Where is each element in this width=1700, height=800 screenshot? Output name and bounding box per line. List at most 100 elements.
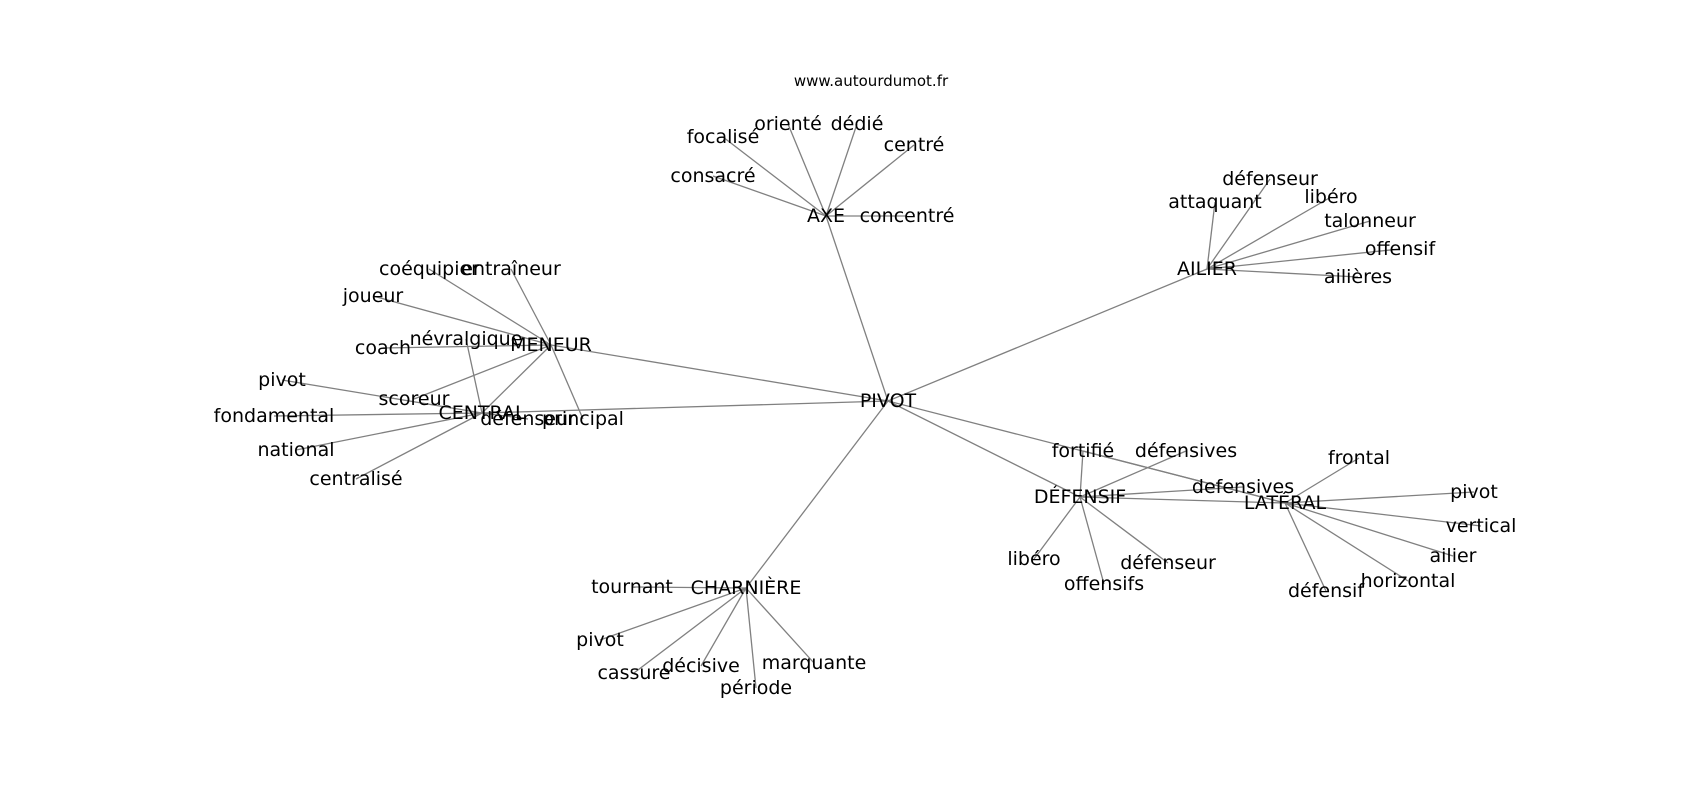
leaf-node-1-3: talonneur xyxy=(1324,210,1416,232)
hub-node-1: AILIER xyxy=(1177,258,1237,280)
leaf-node-6-5: marquante xyxy=(762,652,867,674)
edge-hub0-child4 xyxy=(722,136,827,217)
leaf-node-6-4: période xyxy=(720,677,792,699)
hub-node-5: LATÉRAL xyxy=(1244,491,1327,514)
edge-hub6-child0 xyxy=(631,586,747,589)
leaf-node-3-5: défenseur xyxy=(480,408,576,430)
leaf-node-2-2: joueur xyxy=(342,285,404,307)
leaf-node-0-1: centré xyxy=(884,134,945,156)
center-node: PIVOT xyxy=(860,390,917,412)
edge-hub4-child2 xyxy=(1079,486,1244,498)
edge-hub3-child3 xyxy=(295,412,483,451)
edge-hub1-child4 xyxy=(1206,248,1401,270)
leaf-node-4-1: défensives xyxy=(1135,440,1237,462)
leaf-node-5-3: ailier xyxy=(1430,545,1477,567)
leaf-node-3-1: pivot xyxy=(258,369,306,391)
edge-hub1-child0 xyxy=(1206,201,1216,270)
edge-hub2-child0 xyxy=(510,268,552,346)
leaf-node-5-1: pivot xyxy=(1450,481,1498,503)
edge-hub5-child3 xyxy=(1284,502,1454,557)
edge-center-6 xyxy=(745,400,889,589)
edge-hub0-child5 xyxy=(712,175,827,217)
edge-hub3-child1 xyxy=(281,379,483,414)
edge-hub5-child0 xyxy=(1284,457,1360,504)
edge-hub3-child0 xyxy=(465,338,483,414)
leaf-node-3-3: national xyxy=(257,439,334,461)
edge-hub4-child5 xyxy=(1079,496,1169,564)
leaf-node-2-3: coach xyxy=(355,337,411,359)
edge-hub2-child4 xyxy=(413,344,552,400)
edge-hub5-child6 xyxy=(1082,450,1286,504)
leaf-node-0-5: consacré xyxy=(670,165,755,187)
leaf-node-0-2: dédié xyxy=(831,113,884,135)
edge-hub6-child5 xyxy=(745,587,815,664)
edge-hub3-child2 xyxy=(273,412,483,417)
leaf-node-1-1: défenseur xyxy=(1222,168,1318,190)
edge-hub4-child1 xyxy=(1079,450,1187,498)
leaf-node-4-0: fortifié xyxy=(1052,440,1115,462)
edge-hub0-child1 xyxy=(825,144,915,217)
edge-hub6-child2 xyxy=(633,587,747,674)
edge-hub2-child5 xyxy=(550,344,584,420)
leaf-node-0-3: orienté xyxy=(754,113,822,135)
leaf-node-6-2: cassure xyxy=(597,662,670,684)
edge-hub1-child2 xyxy=(1206,196,1332,270)
leaf-node-3-0: névralgique xyxy=(410,328,523,350)
leaf-node-5-5: défensif xyxy=(1288,580,1365,602)
leaf-node-1-0: attaquant xyxy=(1168,191,1261,213)
edge-hub4-child4 xyxy=(1079,496,1105,585)
leaf-node-0-0: concentré xyxy=(860,205,955,227)
edge-hub3-child4 xyxy=(355,412,483,480)
edge-hub0-child2 xyxy=(825,123,858,217)
hub-node-2: MENEUR xyxy=(510,334,592,356)
leaf-node-4-5: défenseur xyxy=(1120,552,1216,574)
leaf-node-2-0: entraîneur xyxy=(461,258,561,280)
leaf-node-5-4: horizontal xyxy=(1361,570,1456,592)
leaf-node-6-3: décisive xyxy=(662,655,740,677)
leaf-node-6-1: pivot xyxy=(576,629,624,651)
edge-hub5-child5 xyxy=(1284,502,1327,592)
edge-center-central xyxy=(481,400,889,414)
hub-node-0: AXE xyxy=(807,205,845,227)
leaf-node-0-4: focalisé xyxy=(687,126,760,148)
leaf-node-4-3: libéro xyxy=(1007,548,1060,570)
leaf-node-2-5: principal xyxy=(542,408,624,430)
leaf-node-1-4: offensif xyxy=(1365,238,1437,260)
edge-hub6-child1 xyxy=(599,587,747,641)
leaf-node-5-2: vertical xyxy=(1446,515,1517,537)
leaf-node-4-2: defensives xyxy=(1192,476,1294,498)
edge-hub1-child5 xyxy=(1206,268,1359,278)
edge-hub4-child0 xyxy=(1079,450,1084,498)
edge-center-0 xyxy=(825,215,889,402)
edge-hub2-child1 xyxy=(428,268,552,346)
edge-center-4 xyxy=(887,400,1081,498)
leaf-node-1-2: libéro xyxy=(1304,186,1357,208)
edge-hub6-child4 xyxy=(745,587,757,689)
leaf-node-3-4: centralisé xyxy=(309,468,402,490)
leaf-node-2-1: coéquipier xyxy=(379,258,479,280)
source-watermark: www.autourdumot.fr xyxy=(793,72,949,90)
edge-center-1 xyxy=(887,268,1208,402)
edge-hub0-child3 xyxy=(787,123,827,217)
hub-node-6: CHARNIÈRE xyxy=(691,576,802,599)
edge-hub4-child3 xyxy=(1033,496,1081,560)
edge-hub1-child3 xyxy=(1206,220,1371,270)
edge-hub3-child5 xyxy=(481,412,529,420)
leaf-node-3-2: fondamental xyxy=(214,405,335,427)
leaf-node-2-4: scoreur xyxy=(379,388,450,410)
edge-hub5-child1 xyxy=(1284,491,1475,504)
leaf-node-6-0: tournant xyxy=(591,576,673,598)
edge-hub5-child4 xyxy=(1284,502,1409,582)
leaf-node-5-0: frontal xyxy=(1328,447,1390,469)
edge-hub1-child1 xyxy=(1206,178,1271,270)
leaf-node-1-5: ailières xyxy=(1324,266,1392,288)
leaf-node-4-4: offensifs xyxy=(1064,573,1144,595)
hub-node-4: DÉFENSIF xyxy=(1034,485,1126,508)
edge-defensif-lateral xyxy=(1079,496,1286,504)
edge-hub2-child2 xyxy=(372,295,552,346)
edge-hub5-child2 xyxy=(1284,502,1482,527)
hub-node-3: CENTRAL xyxy=(438,402,526,424)
edge-center-2 xyxy=(550,344,889,402)
edge-hub6-child3 xyxy=(700,587,747,667)
